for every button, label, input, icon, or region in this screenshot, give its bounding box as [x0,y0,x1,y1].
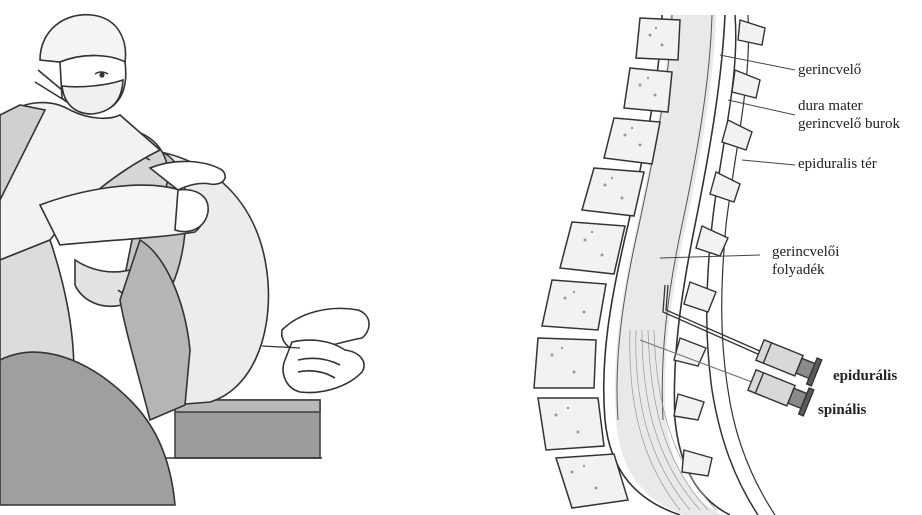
label-csf-line2: folyadék [772,261,824,279]
vertebra-icon [624,68,672,112]
vertebra-icon [604,118,660,164]
label-dura-mater-line1: dura mater [798,97,863,115]
vertebra-icon [582,168,644,216]
vertebra-icon [542,280,606,330]
label-csf-line1: gerincvelői [772,243,839,261]
label-spinal-cord: gerincvelő [798,61,861,79]
vertebra-icon [556,454,628,508]
gloved-hands-icon [262,308,369,392]
label-epidural-needle: epidurális [833,367,897,385]
vertebra-icon [560,222,625,274]
label-dura-mater-line2: gerincvelő burok [798,115,900,133]
vertebra-icon [534,338,596,388]
vertebra-icon [538,398,604,450]
bed-icon [160,400,322,458]
label-spinal-needle: spinális [818,401,866,419]
vertebra-icon [636,18,680,60]
label-epidural-space: epiduralis tér [798,155,877,173]
left-scene [0,15,369,505]
